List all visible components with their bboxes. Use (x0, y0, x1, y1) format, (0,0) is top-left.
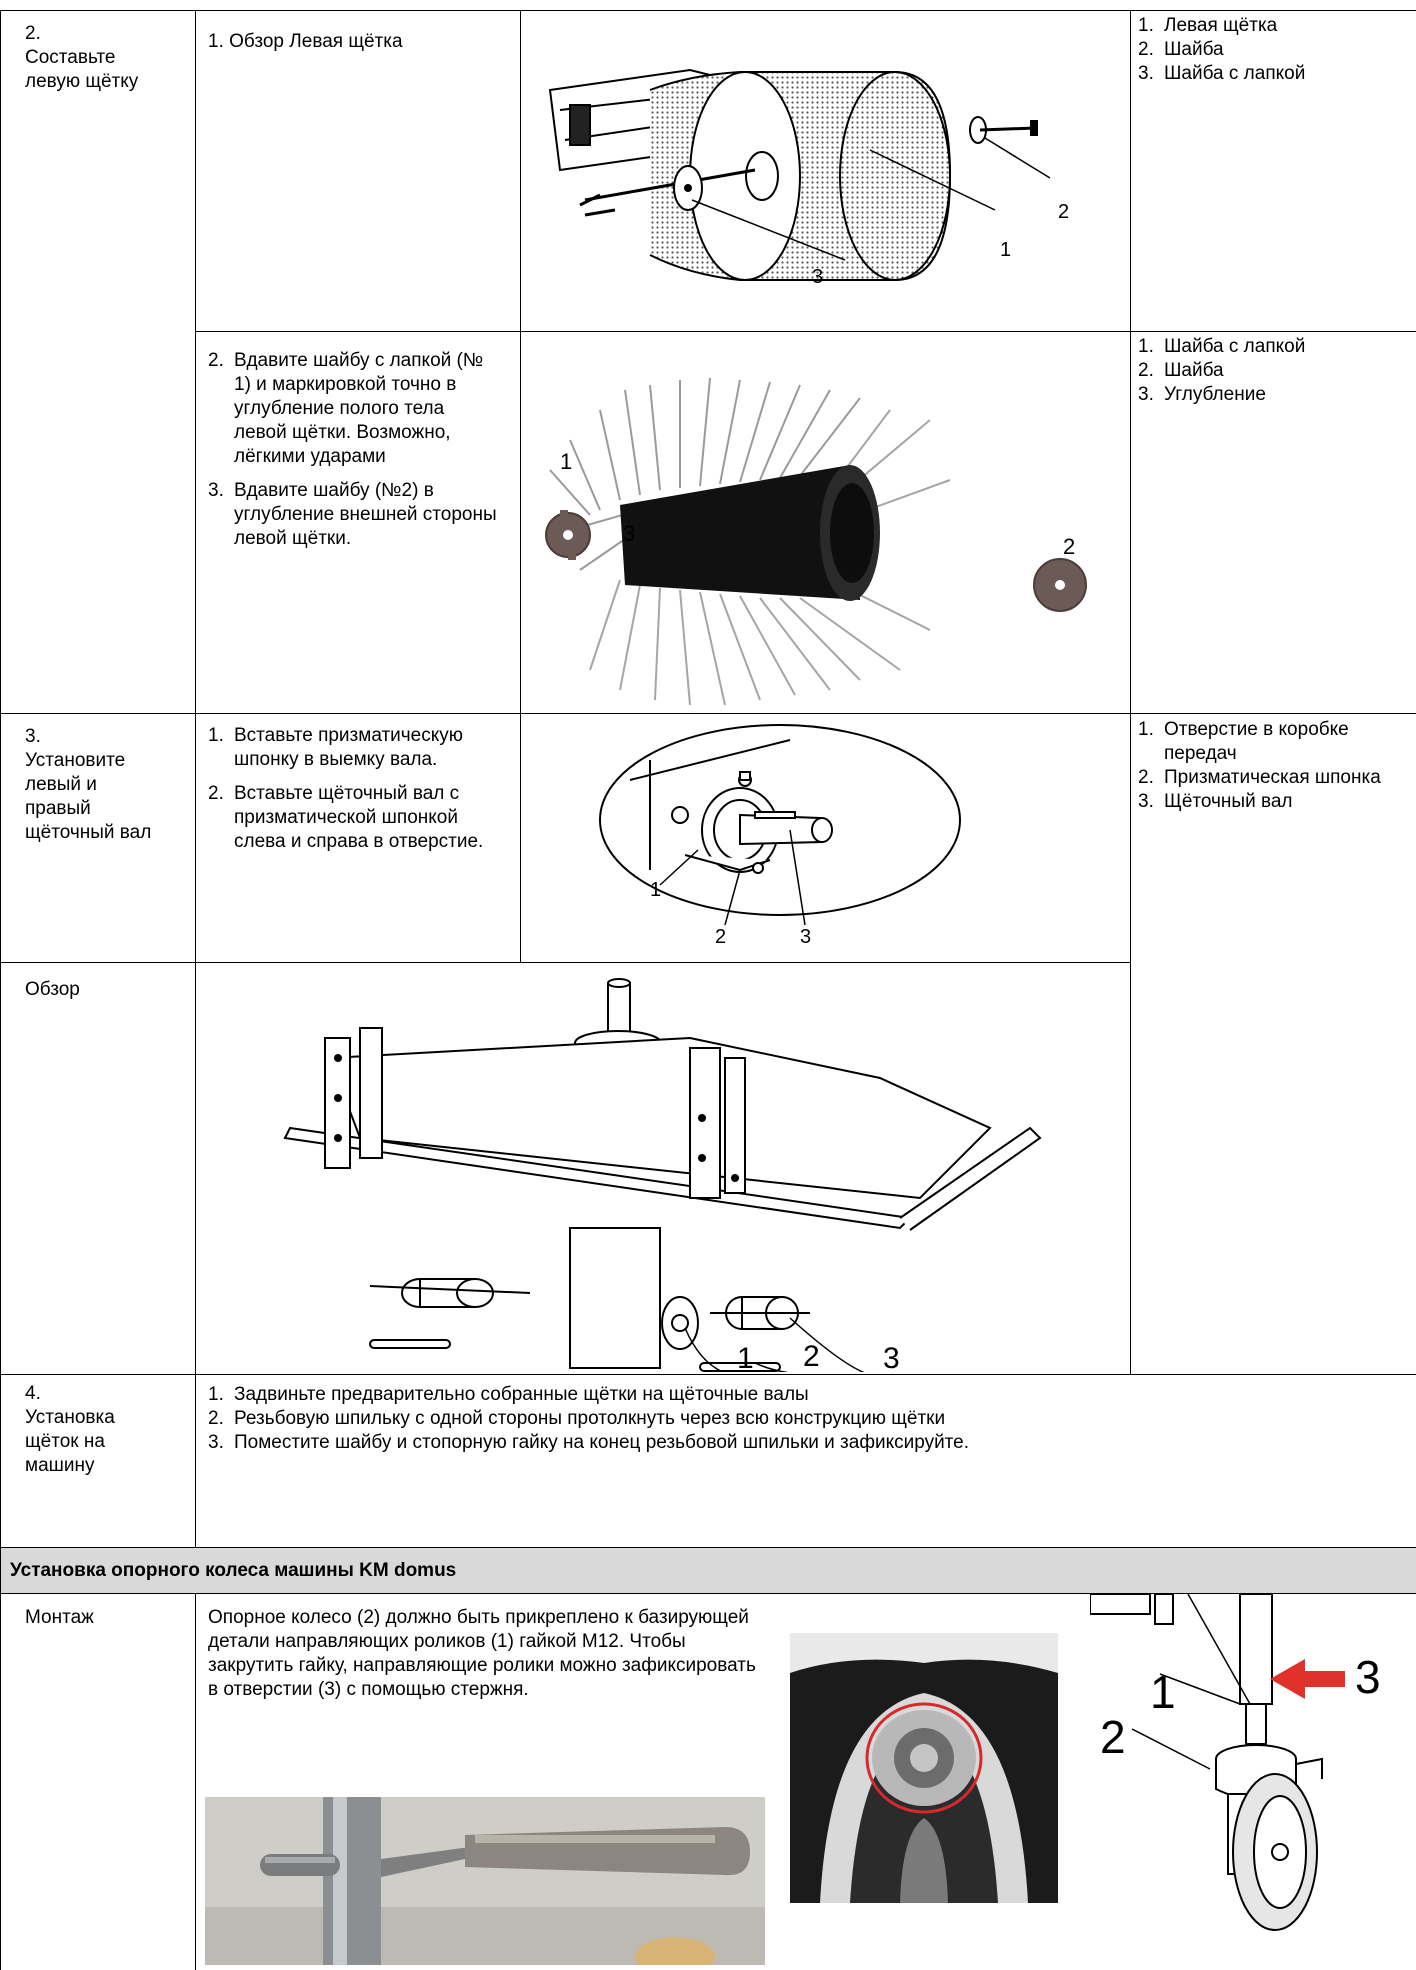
step3-label: 3. Установите левый и правый щёточный ва… (25, 726, 152, 843)
instruction-item: 2.Вдавите шайбу с лапкой (№ 1) и маркиро… (208, 350, 484, 467)
overview-label: Обзор (25, 979, 80, 1000)
brush-washer-figure: 1 3 3 2 (530, 370, 1110, 710)
step2-row1-instruction: 1. Обзор Левая щётка (208, 31, 403, 52)
callout-2: 2 (715, 926, 727, 948)
instruction-item: 1.Вставьте призматическую шпонку в выемк… (208, 725, 464, 770)
instruction-item: 3.Поместите шайбу и стопорную гайку на к… (208, 1432, 970, 1453)
legend-item: 1.Отверстие в коробке передач (1138, 719, 1349, 764)
legend-item: 1.Левая щётка (1138, 15, 1278, 36)
section-header (1, 1548, 1416, 1593)
rod-photo (205, 1797, 765, 1965)
section-title: Установка опорного колеса машины KM domu… (10, 1560, 457, 1581)
callout-1: 1 (650, 879, 662, 901)
legend-item: 1.Шайба с лапкой (1138, 336, 1306, 357)
legend-item: 2.Шайба (1138, 360, 1224, 381)
legend-item: 2.Шайба (1138, 39, 1224, 60)
callout-3: 3 (800, 926, 812, 948)
left-brush-exploded-figure: 1 2 3 (540, 50, 1080, 310)
step4-label: 4. Установка щёток на машину (25, 1383, 115, 1476)
step2-row2-legend: 1.Шайба с лапкой 2.Шайба 3.Углубление (1138, 335, 1408, 407)
callout-3: 3 (812, 266, 824, 288)
legend-item: 2.Призматическая шпонка (1138, 767, 1381, 788)
legend-item: 3.Углубление (1138, 384, 1266, 405)
instruction-item: 2.Резьбовую шпильку с одной стороны прот… (208, 1408, 946, 1429)
step2-label: 2. Составьте левую щётку (25, 23, 139, 92)
wheel-nut-photo (790, 1633, 1058, 1903)
instruction-item: 2.Вставьте щёточный вал с призматической… (208, 783, 484, 852)
mount-text: Опорное колесо (2) должно быть прикрепле… (208, 1607, 756, 1700)
step3-legend: 1.Отверстие в коробке передач 2.Призмати… (1138, 718, 1408, 814)
legend-item: 3.Щёточный вал (1138, 791, 1293, 812)
callout-2: 2 (1063, 534, 1076, 559)
instruction-item: 1.Задвиньте предварительно собранные щёт… (208, 1384, 809, 1405)
callout-3: 3 (1355, 1651, 1381, 1703)
callout-3: 3 (883, 1342, 900, 1375)
castor-wheel-diagram: 1 2 3 (1090, 1594, 1416, 1970)
instruction-item: 3.Вдавите шайбу (№2) в углубление внешне… (208, 480, 497, 549)
callout-3: 3 (960, 552, 973, 577)
step2-row1-legend: 1.Левая щётка 2.Шайба 3.Шайба с лапкой (1138, 14, 1408, 86)
step4-instructions: 1.Задвиньте предварительно собранные щёт… (208, 1383, 1398, 1455)
step2-row2-instructions: 2.Вдавите шайбу с лапкой (№ 1) и маркиро… (208, 349, 500, 561)
callout-1: 1 (1000, 239, 1012, 261)
mount-label: Монтаж (25, 1607, 94, 1628)
legend-item: 3.Шайба с лапкой (1138, 63, 1306, 84)
callout-3: 3 (623, 521, 636, 546)
callout-2: 2 (803, 1340, 820, 1373)
callout-1: 1 (737, 1342, 754, 1375)
callout-2: 2 (1100, 1711, 1126, 1763)
step3-instructions: 1.Вставьте призматическую шпонку в выемк… (208, 724, 508, 864)
callout-2: 2 (1058, 201, 1070, 223)
callout-1: 1 (560, 449, 573, 474)
overview-assembly-figure: 1 2 3 (270, 968, 1050, 1375)
brush-shaft-figure: 1 2 3 (590, 720, 970, 955)
callout-1: 1 (1150, 1666, 1176, 1718)
